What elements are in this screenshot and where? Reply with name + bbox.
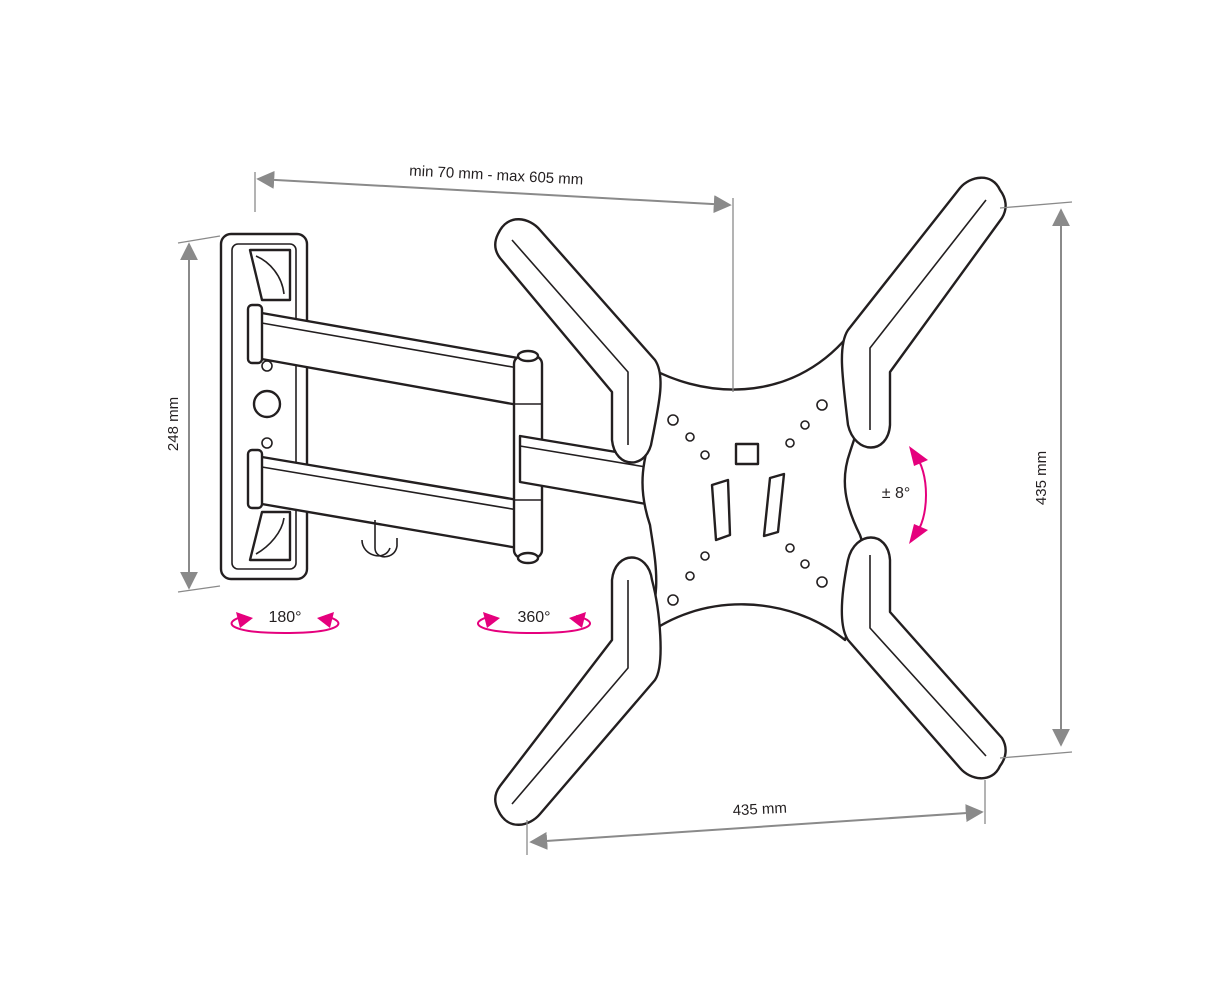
vesa-plate — [494, 176, 1007, 826]
label-wall-swivel: 180° — [268, 609, 301, 626]
rotation-360: 360° — [476, 609, 592, 635]
tilt-slot-right — [762, 472, 786, 538]
cable-hook — [374, 520, 398, 558]
label-plate-height: 248 mm — [165, 397, 182, 451]
arrow-left-icon — [483, 612, 500, 628]
dimension-vesa-width: 435 mm — [526, 780, 986, 855]
arrow-up-icon — [909, 446, 928, 466]
rotation-tilt: ± 8° — [882, 446, 928, 544]
label-vesa-height: 435 mm — [1033, 451, 1050, 505]
vesa-holes — [667, 399, 828, 606]
lock-tab — [734, 442, 760, 466]
arrow-down-icon — [909, 524, 928, 544]
dimension-vesa-height: 435 mm — [999, 201, 1073, 759]
vesa-arm-top-left — [494, 218, 662, 464]
label-vesa-width: 435 mm — [732, 800, 787, 820]
tilt-slot-left — [710, 478, 732, 542]
arrow-right-icon — [317, 612, 334, 628]
rotation-180: 180° — [230, 609, 340, 635]
arrow-right-icon — [569, 612, 586, 628]
vesa-arm-top-right — [840, 176, 1007, 449]
label-head-rotation: 360° — [517, 609, 550, 626]
plate-hole — [252, 389, 282, 419]
label-tilt: ± 8° — [882, 485, 911, 502]
vesa-arm-bottom-left — [494, 556, 662, 826]
vesa-arm-bottom-right — [840, 536, 1007, 780]
wall-plate — [219, 232, 309, 581]
arrow-left-icon — [236, 612, 253, 628]
dimension-plate-height: 248 mm — [165, 235, 221, 593]
label-arm-extension: min 70 mm - max 605 mm — [409, 162, 584, 188]
